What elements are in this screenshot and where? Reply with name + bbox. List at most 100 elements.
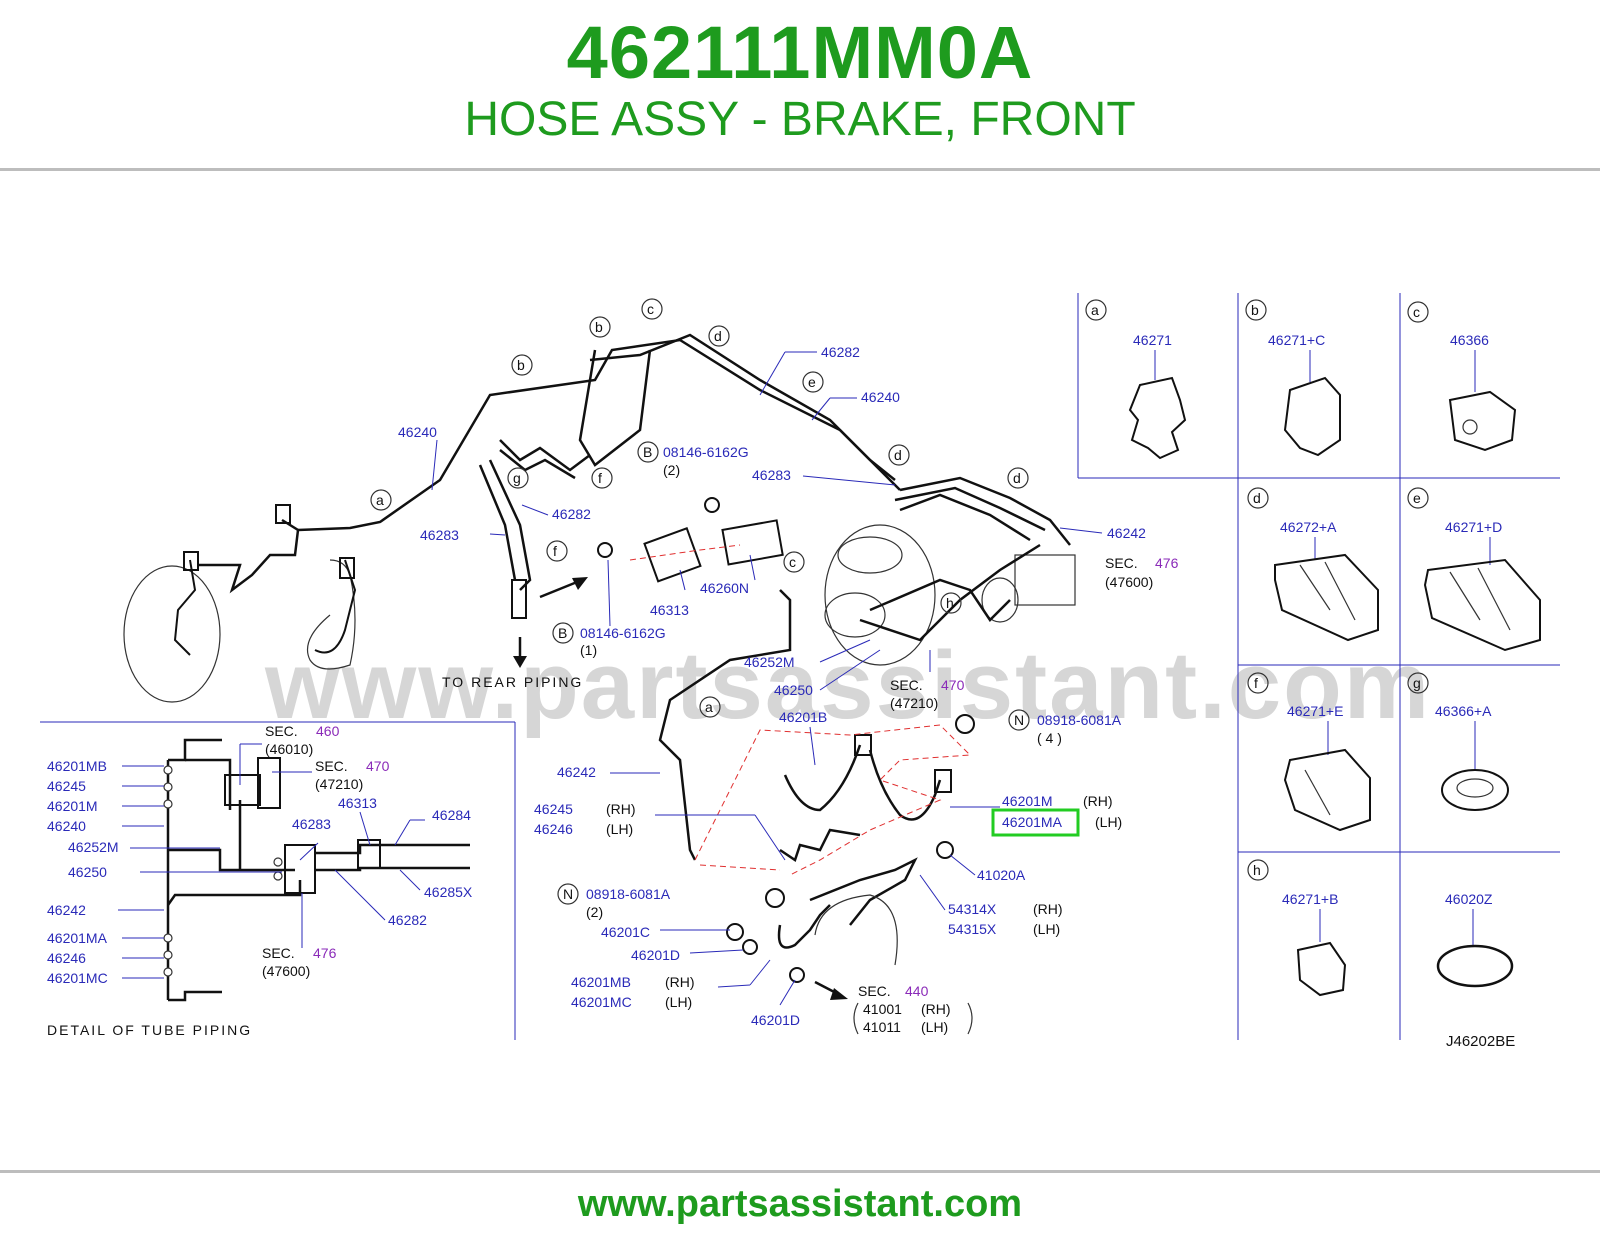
sec-476: SEC. (1105, 555, 1138, 571)
label-46246: 46246 (534, 821, 573, 837)
label-46313: 46313 (650, 602, 689, 618)
panel-letter-d: d (1253, 490, 1261, 506)
label-46282-top: 46282 (821, 344, 860, 360)
nut-marker-n2: N (563, 886, 573, 902)
callout-c1: c (647, 301, 654, 317)
label-54315X: 54315X (948, 921, 997, 937)
label-41001: 41001 (863, 1001, 902, 1017)
main-piping-drawing: a b b c d e d d f g f c h a B B N N (123, 298, 1103, 1006)
label-46201C: 46201C (601, 924, 650, 940)
clip-panel-ring: 46020Z (1436, 891, 1514, 988)
nut-marker-n1: N (1014, 712, 1024, 728)
nut-1-number: 08918-6081A (1037, 712, 1122, 728)
sec-440: SEC. (858, 983, 891, 999)
label-46282-mid: 46282 (552, 506, 591, 522)
detail-sec-470-sub: (47210) (315, 776, 363, 792)
callout-f1: f (598, 470, 602, 486)
panel-part-a: 46271 (1133, 332, 1172, 348)
label-46245: 46245 (534, 801, 573, 817)
label-46245-rh: (RH) (606, 801, 636, 817)
detail-sec-470-num: 470 (366, 758, 390, 774)
diagram-code: J46202BE (1446, 1033, 1515, 1050)
panel-letter-f: f (1254, 675, 1258, 691)
detail-sec-460-sub: (46010) (265, 741, 313, 757)
callout-b2: b (595, 319, 603, 335)
panel-part-c: 46366 (1450, 332, 1489, 348)
label-46201MA-lh: (LH) (1095, 814, 1122, 830)
label-46283-left: 46283 (420, 527, 459, 543)
callout-g1: g (513, 470, 521, 486)
label-46201MB-rh: (RH) (665, 974, 695, 990)
panel-part-g: 46366+A (1435, 703, 1492, 719)
nut-2-qty: (2) (586, 904, 603, 920)
label-46201M-rh: (RH) (1083, 793, 1113, 809)
label-41020A: 41020A (977, 867, 1026, 883)
detail-sec-476: SEC. (262, 945, 295, 961)
label-54314X-rh: (RH) (1033, 901, 1063, 917)
callout-a2: a (705, 699, 713, 715)
bolt-2-number: 08146-6162G (580, 625, 666, 641)
label-46250: 46250 (774, 682, 813, 698)
footer-divider (0, 1170, 1600, 1173)
label-41001-rh: (RH) (921, 1001, 951, 1017)
highlighted-part-box[interactable] (991, 808, 1080, 837)
detail-label-46201MA: 46201MA (47, 930, 108, 946)
callout-d3: d (1013, 470, 1021, 486)
footer-website-link[interactable]: www.partsassistant.com (577, 1183, 1023, 1225)
detail-label-46240: 46240 (47, 818, 86, 834)
clip-panel-g: g 46366+A (1407, 672, 1509, 811)
bolt-2-qty: (1) (580, 642, 597, 658)
label-46201MB: 46201MB (571, 974, 631, 990)
label-46240-top: 46240 (861, 389, 900, 405)
detail-caption: DETAIL OF TUBE PIPING (47, 1022, 252, 1038)
clip-panel-grid (1077, 293, 1560, 1040)
label-54314X: 54314X (948, 901, 997, 917)
page-header: 462111MM0A HOSE ASSY - BRAKE, FRONT (0, 0, 1600, 170)
label-46201M: 46201M (1002, 793, 1053, 809)
detail-label-46246: 46246 (47, 950, 86, 966)
label-46242-low: 46242 (557, 764, 596, 780)
panel-part-h: 46271+B (1282, 891, 1338, 907)
bolt-1-number: 08146-6162G (663, 444, 749, 460)
detail-tube-piping-box: 46201MB 46245 46201M 46240 46252M 46250 … (40, 721, 516, 1040)
detail-sec-476-num: 476 (313, 945, 337, 961)
part-name-subtitle: HOSE ASSY - BRAKE, FRONT (464, 93, 1136, 146)
detail-label-46250: 46250 (68, 864, 107, 880)
sec-476-num: 476 (1155, 555, 1179, 571)
sec-470-num: 470 (941, 677, 965, 693)
label-54315X-lh: (LH) (1033, 921, 1060, 937)
label-46260N: 46260N (700, 580, 749, 596)
label-46242: 46242 (1107, 525, 1146, 541)
nut-1-qty: ( 4 ) (1037, 730, 1062, 746)
label-46201D-b: 46201D (751, 1012, 800, 1028)
detail-sec-476-sub: (47600) (262, 963, 310, 979)
bolt-1-qty: (2) (663, 462, 680, 478)
detail-label-46201MC: 46201MC (47, 970, 108, 986)
detail-label-46242: 46242 (47, 902, 86, 918)
detail-label-46285X: 46285X (424, 884, 473, 900)
label-46201MA[interactable]: 46201MA (1002, 814, 1063, 830)
panel-letter-a: a (1091, 302, 1099, 318)
detail-label-46283: 46283 (292, 816, 331, 832)
detail-label-46282: 46282 (388, 912, 427, 928)
to-rear-piping: TO REAR PIPING (442, 674, 583, 690)
detail-sec-470: SEC. (315, 758, 348, 774)
label-46240-left: 46240 (398, 424, 437, 440)
sec-470: SEC. (890, 677, 923, 693)
detail-label-46201M: 46201M (47, 798, 98, 814)
callout-d1: d (714, 328, 722, 344)
header-divider (0, 168, 1600, 171)
panel-part-e: 46271+D (1445, 519, 1502, 535)
detail-label-46245: 46245 (47, 778, 86, 794)
clip-panel-d: d 46272+A (1247, 487, 1379, 642)
panel-part-d: 46272+A (1280, 519, 1337, 535)
panel-letter-b: b (1251, 302, 1259, 318)
label-46201D-a: 46201D (631, 947, 680, 963)
callout-b1: b (517, 357, 525, 373)
label-46283-mid: 46283 (752, 467, 791, 483)
callout-e1: e (808, 374, 816, 390)
bolt-marker-b2: B (558, 625, 567, 641)
clip-panel-b: b 46271+C (1245, 299, 1341, 457)
callout-c2: c (789, 554, 796, 570)
nut-2-number: 08918-6081A (586, 886, 671, 902)
